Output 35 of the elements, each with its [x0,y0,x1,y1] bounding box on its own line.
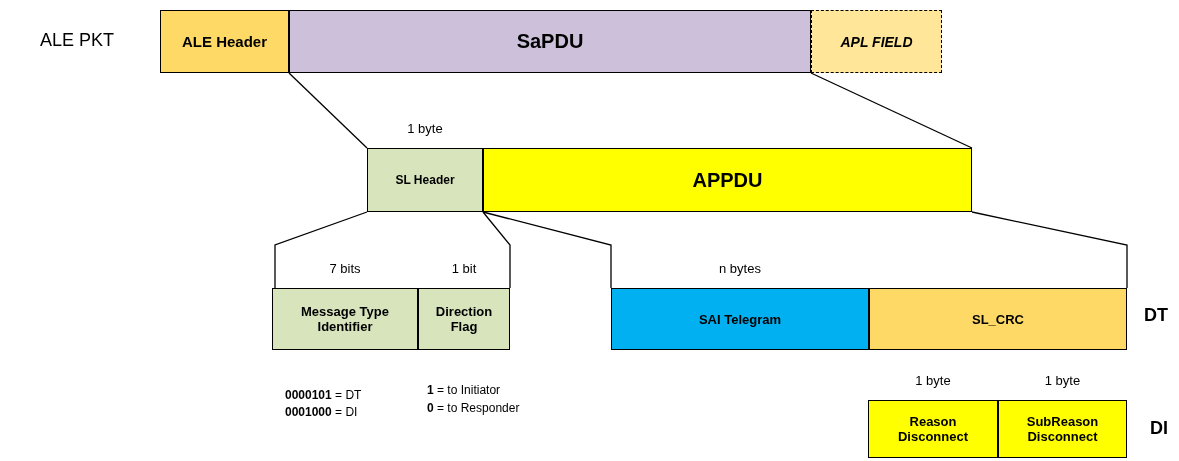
code-note: 0 = to Responder [427,401,520,415]
size-label: 1 bit [450,261,478,276]
size-label: n bytes [718,261,762,276]
expansion-line [274,211,368,289]
packet-field [483,148,972,212]
code-note: 0001000 = DI [285,405,358,419]
code-note: 0000101 = DT [285,388,362,402]
size-label: 1 byte [1043,373,1082,388]
field-name: SubReason Disconnect [1025,414,1100,444]
code-note: 1 = to Initiator [427,383,501,397]
row-tag: DI [1150,418,1168,439]
packet-field [289,10,811,73]
size-label: 1 byte [406,121,444,136]
field-name: Direction Flag [434,304,494,334]
expansion-line [971,211,1128,289]
size-label: 7 bits [328,261,362,276]
row-tag: DT [1144,305,1168,326]
field-name: APL FIELD [839,33,914,50]
packet-name: ALE PKT [40,30,115,51]
packet-field [160,10,289,73]
expansion-line [482,211,612,289]
field-name: SL_CRC [971,311,1025,327]
expansion-line [482,211,511,289]
field-name: SAI Telegram [697,311,783,327]
field-name: ALE Header [181,33,268,50]
field-name: SL Header [394,173,456,187]
expansion-line [288,72,368,149]
packet-field [869,288,1127,350]
field-name: Reason Disconnect [896,414,970,444]
expansion-line [810,72,973,149]
size-label: 1 byte [914,373,952,388]
field-name: SaPDU [515,30,585,53]
field-name: APPDU [691,168,764,192]
packet-field [811,10,942,73]
field-name: Message Type Identifier [300,304,390,334]
